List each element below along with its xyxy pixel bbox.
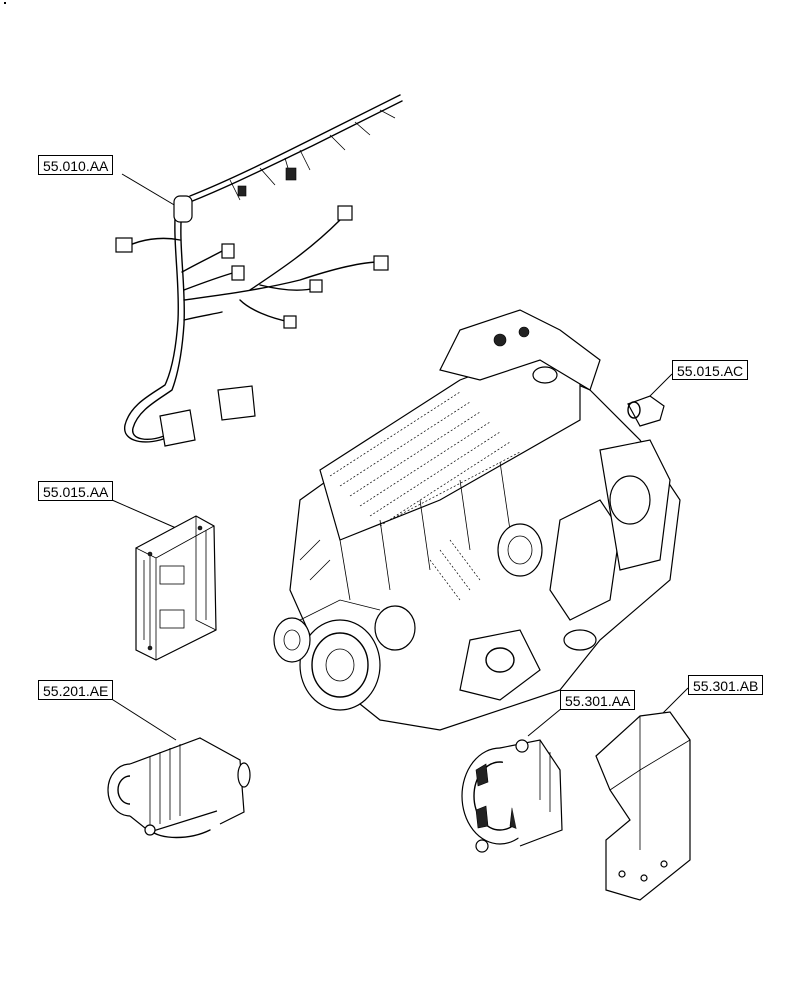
callout-harness[interactable]: 55.010.AA	[38, 155, 114, 175]
callout-bracket[interactable]: 55.301.AB	[688, 675, 764, 695]
engine-illustration	[273, 309, 681, 731]
bracket-illustration	[595, 711, 691, 901]
callout-alternator[interactable]: 55.301.AA	[560, 690, 636, 710]
callout-starter[interactable]: 55.201.AE	[38, 680, 114, 700]
alternator-illustration	[461, 739, 563, 853]
corner-mark	[4, 2, 6, 4]
wiring-harness-illustration	[115, 94, 403, 447]
sensor-illustration	[627, 395, 665, 427]
leader-lines	[109, 173, 689, 741]
ecu-illustration	[135, 515, 217, 661]
starter-illustration	[107, 737, 251, 839]
callout-sensor[interactable]: 55.015.AC	[672, 360, 749, 380]
callout-ecu[interactable]: 55.015.AA	[38, 481, 114, 501]
